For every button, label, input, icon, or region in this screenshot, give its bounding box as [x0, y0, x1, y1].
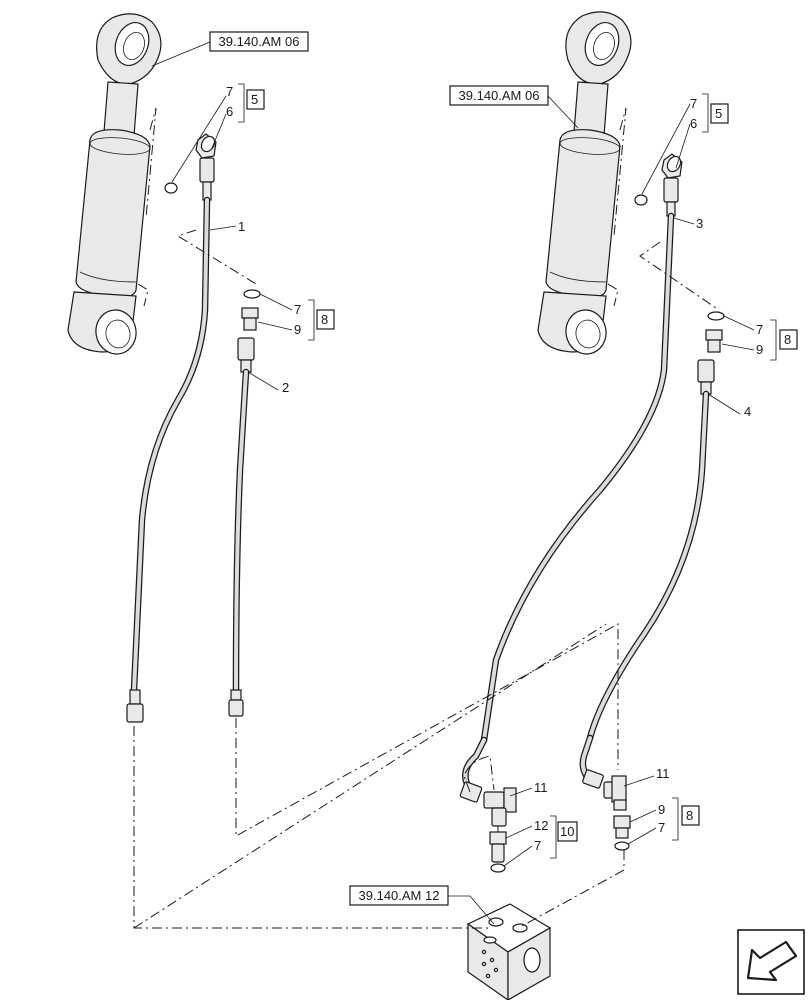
svg-text:1: 1 [238, 219, 245, 234]
right-adapter-9 [705, 329, 723, 353]
hose-4 [579, 359, 715, 789]
left-elbow-fitting-6 [195, 133, 217, 159]
svg-text:6: 6 [226, 104, 233, 119]
svg-text:39.140.AM 12: 39.140.AM 12 [359, 888, 440, 903]
svg-text:7: 7 [294, 302, 301, 317]
svg-text:8: 8 [321, 312, 328, 327]
hose-3 [459, 177, 679, 803]
o-ring-7-bottom-right [614, 841, 630, 851]
callout-box-10[interactable]: 10 [557, 821, 578, 842]
tee-fitting-11-left [483, 787, 517, 827]
svg-text:9: 9 [658, 802, 665, 817]
left-adapter-9 [241, 307, 259, 331]
hose-1 [126, 157, 215, 723]
adapter-9-bottom-right [613, 815, 631, 839]
right-elbow-fitting-6 [661, 153, 683, 179]
right-o-ring-7 [634, 194, 648, 206]
left-o-ring-7-mid [243, 289, 261, 299]
svg-text:8: 8 [784, 332, 791, 347]
svg-text:39.140.AM 06: 39.140.AM 06 [459, 88, 540, 103]
ref-box-top-left[interactable]: 39.140.AM 06 [209, 31, 309, 52]
svg-text:7: 7 [690, 96, 697, 111]
callout-box-8-bottom[interactable]: 8 [681, 805, 700, 826]
right-hydraulic-cylinder [537, 11, 632, 355]
valve-block [466, 903, 552, 1002]
callout-box-5-left[interactable]: 5 [246, 89, 265, 110]
callout-box-8-right[interactable]: 8 [779, 329, 798, 350]
connection-line-hose2 [235, 623, 619, 837]
back-arrow-icon[interactable] [737, 929, 805, 995]
svg-text:7: 7 [658, 820, 665, 835]
svg-text:6: 6 [690, 116, 697, 131]
svg-text:10: 10 [560, 824, 574, 839]
hose-2 [228, 337, 255, 717]
left-o-ring-7 [164, 182, 178, 194]
adapter-12 [489, 831, 507, 863]
svg-text:7: 7 [534, 838, 541, 853]
svg-text:5: 5 [251, 92, 258, 107]
ref-box-top-right[interactable]: 39.140.AM 06 [449, 85, 549, 106]
svg-text:3: 3 [696, 216, 703, 231]
svg-text:9: 9 [756, 342, 763, 357]
svg-text:39.140.AM 06: 39.140.AM 06 [219, 34, 300, 49]
svg-text:12: 12 [534, 818, 548, 833]
o-ring-7-bottom-left [490, 863, 506, 873]
left-hydraulic-cylinder [67, 13, 162, 355]
callout-box-5-right[interactable]: 5 [710, 103, 729, 124]
tee-fitting-11-right [603, 775, 627, 811]
right-o-ring-7-mid [707, 311, 725, 321]
svg-text:9: 9 [294, 322, 301, 337]
svg-text:8: 8 [686, 808, 693, 823]
svg-text:5: 5 [715, 106, 722, 121]
svg-text:11: 11 [534, 780, 548, 795]
svg-text:7: 7 [226, 84, 233, 99]
svg-text:2: 2 [282, 380, 289, 395]
svg-text:11: 11 [656, 766, 670, 781]
svg-text:7: 7 [756, 322, 763, 337]
callout-box-8-left[interactable]: 8 [316, 309, 335, 330]
svg-text:4: 4 [744, 404, 751, 419]
ref-box-bottom[interactable]: 39.140.AM 12 [349, 885, 449, 906]
